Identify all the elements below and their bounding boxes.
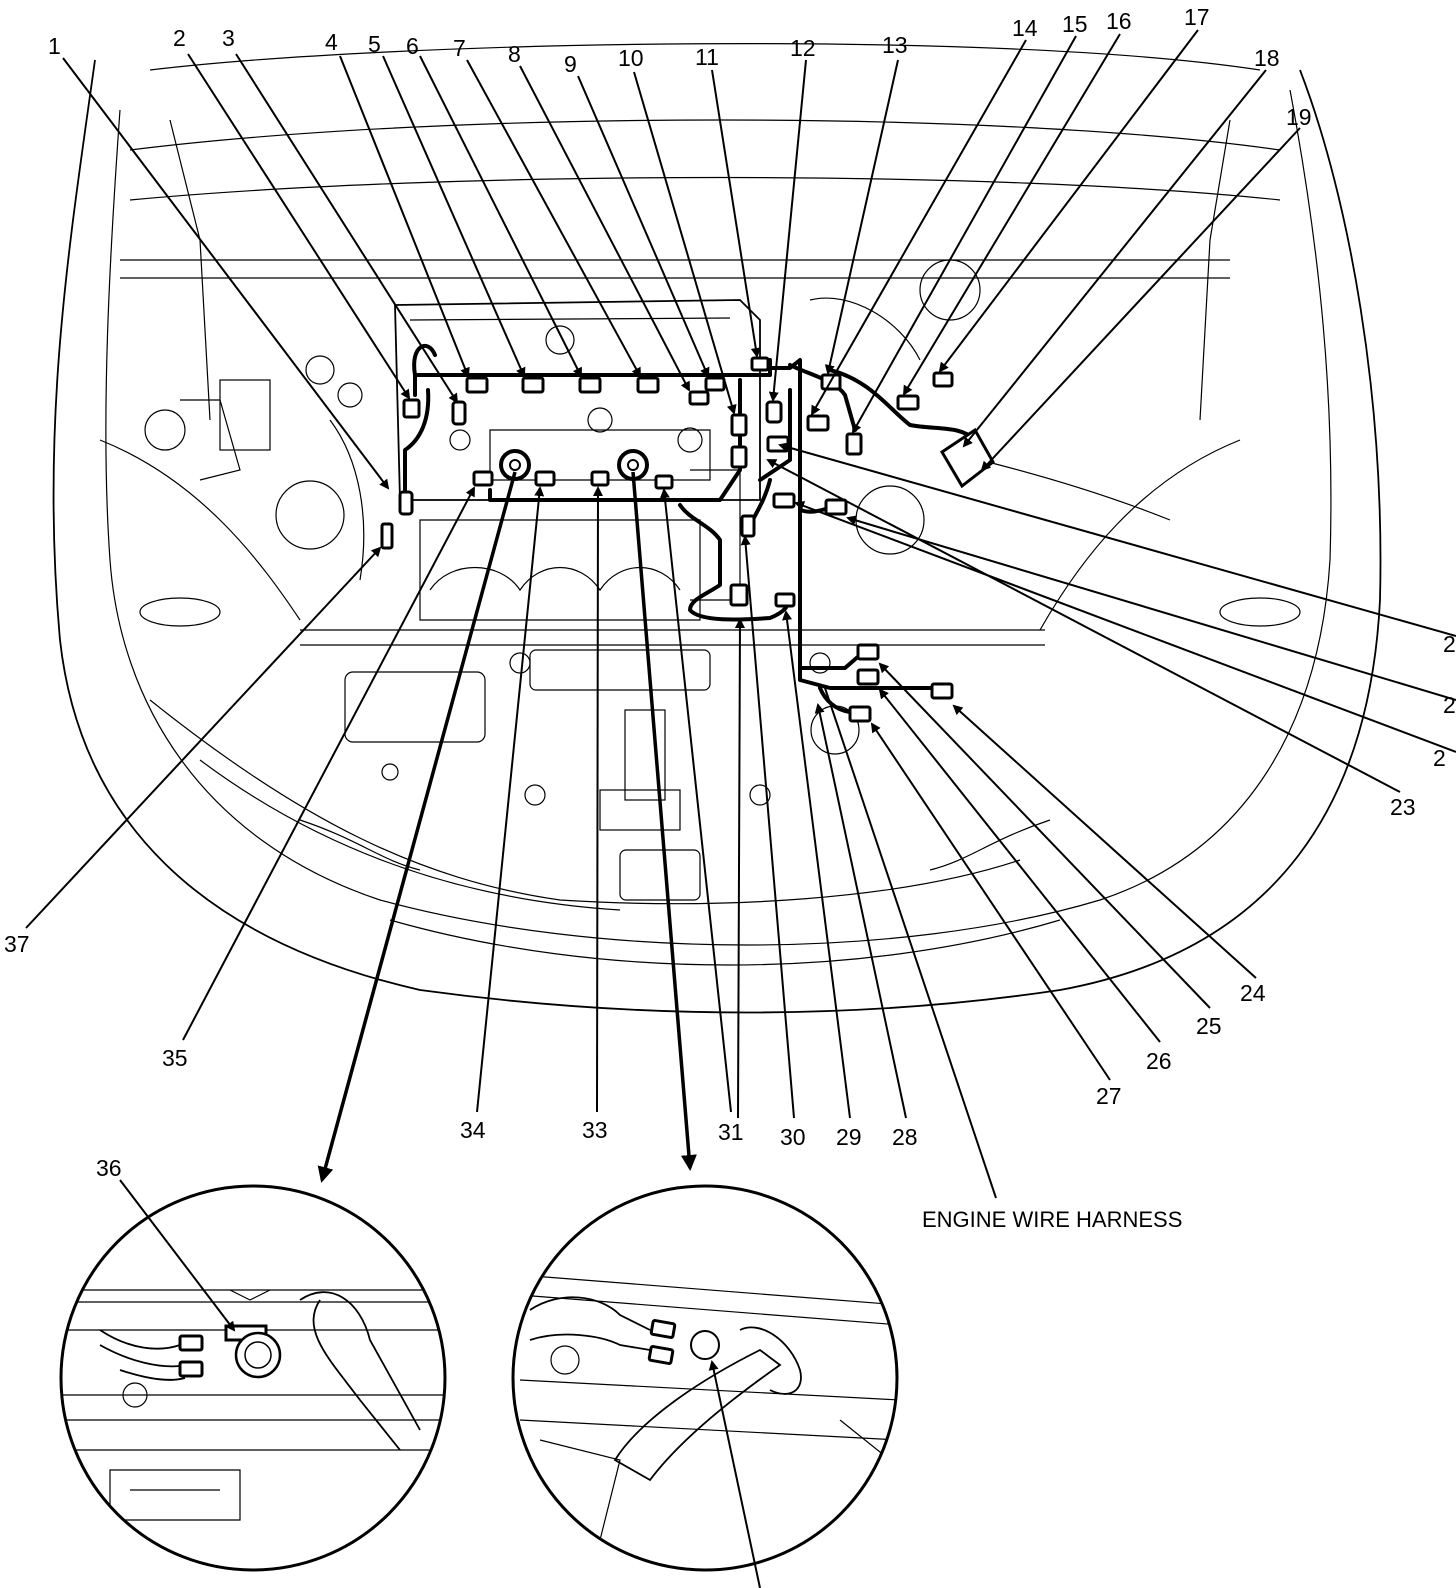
callout-18: 18 <box>1254 45 1280 71</box>
callout-36: 36 <box>96 1155 122 1181</box>
callout-19: 19 <box>1286 104 1312 130</box>
callout-31: 31 <box>718 1119 744 1145</box>
callout-25: 25 <box>1196 1013 1222 1039</box>
callout-11: 11 <box>695 44 719 70</box>
callout-9: 9 <box>564 51 577 77</box>
leader-lines <box>25 29 1456 1199</box>
callout-20-partial: 2 <box>1443 631 1456 657</box>
detail-view-left <box>59 1179 447 1572</box>
callout-21-partial: 2 <box>1443 692 1456 718</box>
callout-27: 27 <box>1096 1083 1122 1109</box>
car-body-outline <box>52 43 1382 1014</box>
callout-6: 6 <box>406 33 419 59</box>
callout-24: 24 <box>1240 980 1266 1006</box>
detail-view-right <box>511 1184 899 1588</box>
callout-1: 1 <box>48 33 61 59</box>
callout-2: 2 <box>173 25 186 51</box>
callout-7: 7 <box>453 35 466 61</box>
engine-wire-harness-caption: ENGINE WIRE HARNESS <box>922 1207 1182 1232</box>
callout-34: 34 <box>460 1117 486 1143</box>
engine-block <box>144 259 1171 621</box>
callout-12: 12 <box>790 35 816 61</box>
callout-13: 13 <box>882 32 908 58</box>
callout-3: 3 <box>222 25 235 51</box>
callout-numbers: 1 2 3 4 5 6 7 8 9 10 11 12 13 14 15 16 1… <box>4 4 1456 1232</box>
harness-connectors <box>380 356 995 723</box>
engine-wire-harness <box>403 343 977 714</box>
callout-29: 29 <box>836 1124 862 1150</box>
callout-15: 15 <box>1062 11 1088 37</box>
callout-30: 30 <box>780 1124 806 1150</box>
callout-26: 26 <box>1146 1048 1172 1074</box>
callout-35: 35 <box>162 1045 188 1071</box>
callout-16: 16 <box>1106 8 1132 34</box>
callout-4: 4 <box>325 29 338 55</box>
callout-28: 28 <box>892 1124 918 1150</box>
callout-14: 14 <box>1012 15 1038 41</box>
callout-8: 8 <box>508 41 521 67</box>
callout-5: 5 <box>368 31 381 57</box>
callout-33: 33 <box>582 1117 608 1143</box>
callout-23: 23 <box>1390 794 1416 820</box>
callout-22-partial: 2 <box>1433 745 1446 771</box>
callout-17: 17 <box>1184 4 1210 30</box>
callout-37: 37 <box>4 931 30 957</box>
callout-10: 10 <box>618 45 644 71</box>
